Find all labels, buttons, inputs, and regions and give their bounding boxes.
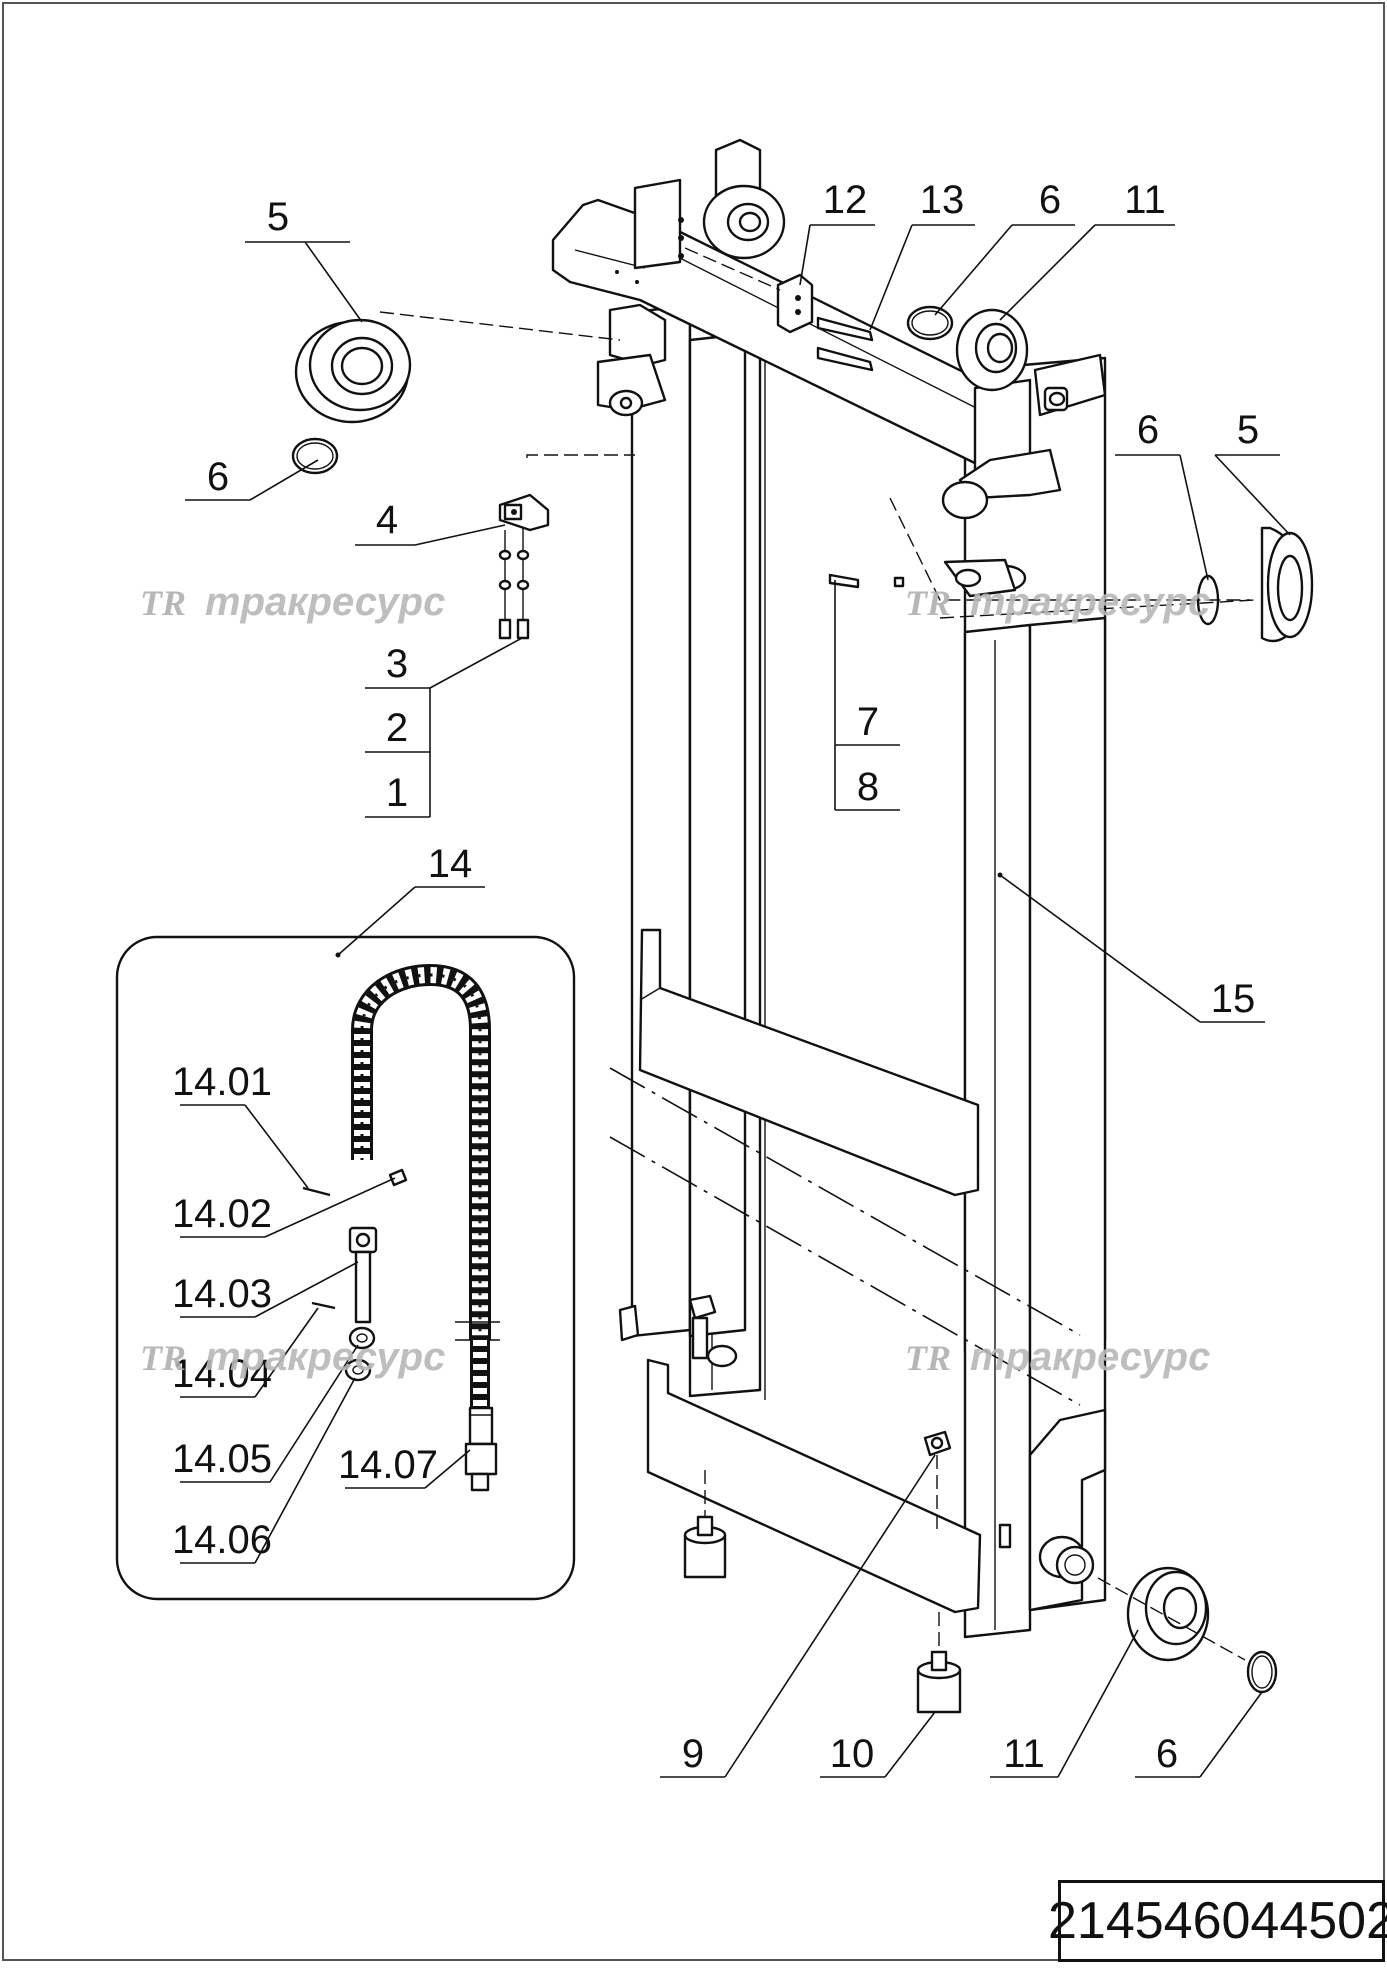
nut-part-9 <box>923 1430 952 1457</box>
label-part-2: 2 <box>386 706 408 750</box>
circlip-part-6-bottom <box>1246 1650 1278 1694</box>
drawing-number-box: 214546044502 <box>1048 1880 1387 1962</box>
label-part-10: 10 <box>830 1732 875 1776</box>
bearing-part-11-top <box>955 308 1029 392</box>
nut-part-14-05 <box>348 1326 376 1350</box>
pad-part-10-left <box>683 1515 727 1579</box>
label-part-14-01: 14.01 <box>172 1060 272 1104</box>
label-part-14: 14 <box>428 842 473 886</box>
watermark-top-left: TR тракресурс <box>140 580 445 624</box>
label-part-5-left: 5 <box>267 195 289 239</box>
label-part-4: 4 <box>376 498 398 542</box>
svg-text:TR: TR <box>905 583 951 623</box>
svg-text:тракресурс: тракресурс <box>970 580 1210 624</box>
drawing-number: 214546044502 <box>1047 1892 1387 1950</box>
lower-cross-member-1 <box>638 928 980 1197</box>
bolt-part-7-8 <box>828 573 905 589</box>
bracket-part-4 <box>498 493 550 532</box>
label-part-6-top: 6 <box>1039 178 1061 222</box>
circlip-part-6-left <box>291 437 339 475</box>
label-part-12: 12 <box>823 178 868 222</box>
svg-text:TR: TR <box>140 583 186 623</box>
chain-anchor-part-14-07 <box>464 1406 498 1492</box>
svg-text:тракресурс: тракресурс <box>205 580 445 624</box>
bolts-part-13 <box>816 316 874 372</box>
svg-text:тракресурс: тракресурс <box>970 1335 1210 1379</box>
label-part-14-07: 14.07 <box>338 1443 438 1487</box>
outer-rail-top-cap <box>1033 353 1107 417</box>
label-part-9: 9 <box>682 1732 704 1776</box>
bearing-part-11-bottom <box>1126 1566 1210 1662</box>
watermark-top-right: TR тракресурс <box>905 580 1210 624</box>
label-part-14-03: 14.03 <box>172 1272 272 1316</box>
break-lines <box>609 1067 1081 1406</box>
left-post-bracket <box>596 303 667 417</box>
label-part-15: 15 <box>1211 977 1256 1021</box>
label-part-14-04: 14.04 <box>172 1352 272 1396</box>
cotter-pin-part-14-04 <box>311 1301 336 1310</box>
anchor-bolt-part-14-03 <box>348 1226 378 1324</box>
chain-assembly-part-14 <box>351 963 500 1410</box>
label-part-7: 7 <box>857 700 879 744</box>
watermark-bottom-left: TR тракресурс <box>140 1335 445 1379</box>
upper-right-bracket <box>941 378 1062 598</box>
part-labels: 5 6 4 3 2 1 12 13 6 11 6 5 7 8 15 14 14.… <box>172 178 1259 1776</box>
label-part-3: 3 <box>386 642 408 686</box>
chain-pin-part-14-01 <box>302 1186 331 1197</box>
bolt-stack-parts-1-3 <box>498 528 530 640</box>
lower-cross-member-2 <box>646 1358 982 1614</box>
label-part-1: 1 <box>386 771 408 815</box>
label-part-14-06: 14.06 <box>172 1518 272 1562</box>
label-part-13: 13 <box>920 178 965 222</box>
sheave-part-5-left <box>294 318 412 424</box>
label-part-14-05: 14.05 <box>172 1437 272 1481</box>
label-part-11-top: 11 <box>1124 178 1166 222</box>
svg-text:тракресурс: тракресурс <box>205 1335 445 1379</box>
svg-text:TR: TR <box>140 1338 186 1378</box>
leader-lines <box>180 224 1291 1778</box>
clamp-block-part-12 <box>776 273 814 334</box>
label-part-5-right: 5 <box>1237 408 1259 452</box>
label-part-14-02: 14.02 <box>172 1192 272 1236</box>
sheave-part-5-right <box>1260 526 1314 643</box>
watermark-bottom-right: TR тракресурс <box>905 1335 1210 1379</box>
stub-shaft-bottom <box>1038 1535 1095 1585</box>
mast-outer-rail-right <box>963 356 1107 1639</box>
label-part-6-bottom: 6 <box>1156 1732 1178 1776</box>
pad-part-10-right <box>916 1650 962 1714</box>
nut-part-14-06 <box>344 1358 372 1382</box>
label-part-6-right: 6 <box>1137 408 1159 452</box>
label-part-11-bottom: 11 <box>1003 1732 1045 1776</box>
upper-nuts <box>618 1294 738 1368</box>
label-part-8: 8 <box>857 765 879 809</box>
top-sheave-bracket <box>633 138 786 270</box>
circlip-part-6-top <box>906 305 954 341</box>
svg-text:TR: TR <box>905 1338 951 1378</box>
label-part-6-left: 6 <box>207 455 229 499</box>
connecting-link-part-14-02 <box>388 1168 408 1187</box>
